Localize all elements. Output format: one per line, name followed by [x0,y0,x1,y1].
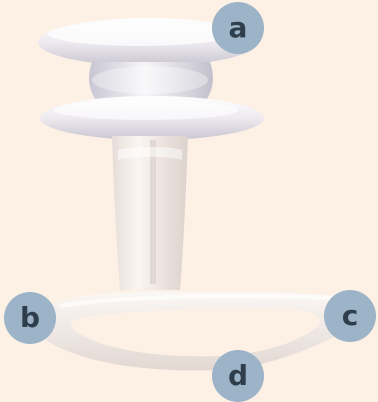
lower-flange [40,96,264,140]
label-d: d [212,350,264,402]
base-ring [33,292,356,371]
label-c: c [324,290,376,342]
stem [112,136,188,290]
label-b: b [4,292,56,344]
label-a: a [212,2,264,54]
neck [89,62,213,100]
